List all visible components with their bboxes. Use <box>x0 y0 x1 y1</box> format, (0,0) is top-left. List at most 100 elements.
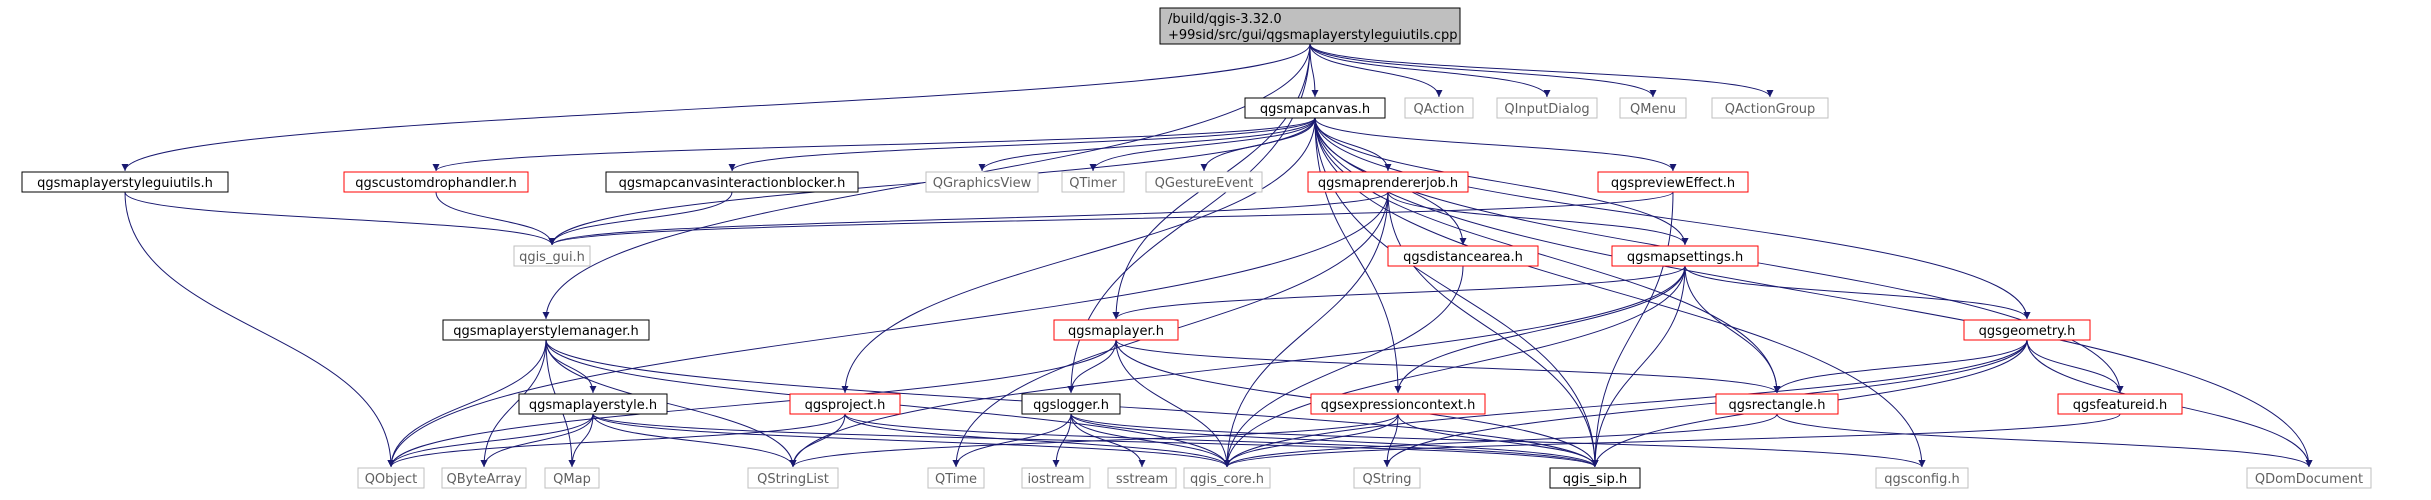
node-qgraphicsview-box <box>925 171 1039 193</box>
node-qgis-sip[interactable]: qgis_sip.h <box>1549 467 1641 489</box>
node-qstringlist-box <box>747 467 839 489</box>
node-qgestureevent-box <box>1145 171 1263 193</box>
edge-node-qgsmaplayerstyle-to-node-qobject <box>387 413 594 468</box>
node-qgsconfig[interactable]: qgsconfig.h <box>1875 467 1969 489</box>
node-qgsmaprendererjob[interactable]: qgsmaprendererjob.h <box>1307 171 1469 193</box>
node-qgis-core[interactable]: qgis_core.h <box>1183 467 1271 489</box>
node-qgis-sip-box <box>1549 467 1641 489</box>
node-qstring[interactable]: QString <box>1353 467 1421 489</box>
node-qgsmaplayerstylemanager[interactable]: qgsmaplayerstylemanager.h <box>442 319 650 341</box>
node-qmenu[interactable]: QMenu <box>1619 97 1687 119</box>
node-iostream[interactable]: iostream <box>1021 467 1091 489</box>
edge-node-qgsmapcanvas-to-node-qgsrectangle <box>1314 117 1781 394</box>
node-qactiongroup-box <box>1711 97 1829 119</box>
node-qgis-gui-box <box>513 245 591 267</box>
node-qinputdialog[interactable]: QInputDialog <box>1496 97 1598 119</box>
node-qstring-label: QString <box>1362 472 1411 487</box>
node-qgsrectangle[interactable]: qgsrectangle.h <box>1715 393 1839 415</box>
node-iostream-label: iostream <box>1027 472 1084 487</box>
node-qgsmaplayerstyle[interactable]: qgsmaplayerstyle.h <box>518 393 668 415</box>
node-qgsfeatureid-box <box>2057 393 2183 415</box>
node-qmap-box <box>544 467 600 489</box>
node-qgsdistancearea-box <box>1387 245 1539 267</box>
node-qgsmapsettings-label: qgsmapsettings.h <box>1627 250 1743 265</box>
node-qgsmapsettings-box <box>1611 245 1759 267</box>
node-sstream-box <box>1107 467 1177 489</box>
node-qbytearray[interactable]: QByteArray <box>441 467 527 489</box>
edge-node-qgsproject-to-node-qstringlist <box>789 413 846 468</box>
node-qgsmapcanvas[interactable]: qgsmapcanvas.h <box>1244 97 1386 119</box>
edge-node-qgsmapsettings-to-node-qgsgeometry <box>1684 265 2031 320</box>
edge-node-qgsfeatureid-to-node-qgis-core <box>1223 413 2121 468</box>
node-qstringlist[interactable]: QStringList <box>747 467 839 489</box>
node-qgsmaplayer[interactable]: qgsmaplayer.h <box>1053 319 1179 341</box>
node-qgestureevent[interactable]: QGestureEvent <box>1145 171 1263 193</box>
node-qtimer[interactable]: QTimer <box>1061 171 1125 193</box>
edge-node-qgsgeometry-to-node-qgis-core <box>1223 339 2028 468</box>
root-source-file-node-box <box>1159 7 1461 45</box>
edge-node-qgsproject-to-node-qgis-core <box>844 413 1231 468</box>
node-qgsmapcanvas-box <box>1244 97 1386 119</box>
dependency-edges <box>121 43 2313 468</box>
node-qgsproject[interactable]: qgsproject.h <box>789 393 901 415</box>
edge-node-qgsmapsettings-to-node-qgis-sip <box>1591 265 1686 468</box>
node-qgsmaplayer-box <box>1053 319 1179 341</box>
node-qgsgeometry[interactable]: qgsgeometry.h <box>1963 319 2091 341</box>
node-qobject[interactable]: QObject <box>357 467 425 489</box>
edge-node-qgslogger-to-node-qgis-sip <box>1070 413 1599 468</box>
node-qgsexpressioncontext-label: qgsexpressioncontext.h <box>1321 398 1476 413</box>
node-qgsprevieweffect-box <box>1597 171 1749 193</box>
edge-root-source-file-node-to-node-qgsmaplayerstyleguiutils <box>121 43 1311 172</box>
node-qgsmapcanvasinteractionblocker-label: qgsmapcanvasinteractionblocker.h <box>619 176 846 191</box>
node-qaction[interactable]: QAction <box>1404 97 1474 119</box>
edge-node-qgsmaplayerstyle-to-node-qstringlist <box>592 413 797 468</box>
edge-node-qgsmaplayerstyle-to-node-qbytearray <box>480 413 594 468</box>
node-qbytearray-box <box>441 467 527 489</box>
edge-node-qgsmapcanvas-to-node-qgis-sip <box>1314 117 1599 468</box>
node-qgsproject-box <box>789 393 901 415</box>
root-path-line-1: /build/qgis-3.32.0 <box>1168 12 1282 27</box>
edge-node-qgsrectangle-to-node-qgis-core <box>1223 413 1778 468</box>
node-qgsmapcanvasinteractionblocker[interactable]: qgsmapcanvasinteractionblocker.h <box>605 171 859 193</box>
node-qgsmaplayerstyleguiutils[interactable]: qgsmaplayerstyleguiutils.h <box>21 171 229 193</box>
node-qgsconfig-box <box>1875 467 1969 489</box>
node-qgsmaplayerstyleguiutils-label: qgsmaplayerstyleguiutils.h <box>37 176 213 191</box>
edge-node-qgsmaplayerstyleguiutils-to-node-qgis-gui <box>124 191 556 246</box>
node-sstream[interactable]: sstream <box>1107 467 1177 489</box>
node-qgsexpressioncontext[interactable]: qgsexpressioncontext.h <box>1310 393 1486 415</box>
node-qgslogger-box <box>1021 393 1121 415</box>
node-sstream-label: sstream <box>1116 472 1168 487</box>
node-qgslogger[interactable]: qgslogger.h <box>1021 393 1121 415</box>
node-qmap[interactable]: QMap <box>544 467 600 489</box>
edge-node-qgsgeometry-to-node-qgsrectangle <box>1773 339 2028 394</box>
edge-node-qgsprevieweffect-to-node-qgis-gui <box>548 191 1674 246</box>
node-qgsmaprendererjob-box <box>1307 171 1469 193</box>
node-qgsprevieweffect[interactable]: qgspreviewEffect.h <box>1597 171 1749 193</box>
node-qgsfeatureid[interactable]: qgsfeatureid.h <box>2057 393 2183 415</box>
node-qtime[interactable]: QTime <box>927 467 985 489</box>
node-qtimer-box <box>1061 171 1125 193</box>
node-qgscustomdrophandler[interactable]: qgscustomdrophandler.h <box>343 171 529 193</box>
node-qgsmapcanvasinteractionblocker-box <box>605 171 859 193</box>
node-qgsdistancearea[interactable]: qgsdistancearea.h <box>1387 245 1539 267</box>
node-qdomdocument[interactable]: QDomDocument <box>2246 467 2372 489</box>
node-qbytearray-label: QByteArray <box>447 472 522 487</box>
node-qgsgeometry-box <box>1963 319 2091 341</box>
node-qgraphicsview[interactable]: QGraphicsView <box>925 171 1039 193</box>
node-qdomdocument-box <box>2246 467 2372 489</box>
node-qgestureevent-label: QGestureEvent <box>1155 176 1254 191</box>
node-qgscustomdrophandler-box <box>343 171 529 193</box>
edge-node-qgsexpressioncontext-to-node-qgis-core <box>1223 413 1399 468</box>
edge-node-qgsmaplayerstylemanager-to-node-qgsmaplayerstyle <box>545 339 597 394</box>
node-qgis-gui[interactable]: qgis_gui.h <box>513 245 591 267</box>
node-qobject-label: QObject <box>365 472 418 487</box>
edge-node-qgsmaplayer-to-node-qgslogger <box>1067 339 1117 394</box>
root-source-file-node[interactable]: /build/qgis-3.32.0+99sid/src/gui/qgsmapl… <box>1159 7 1461 45</box>
node-qmenu-label: QMenu <box>1630 102 1676 117</box>
node-qgsmapsettings[interactable]: qgsmapsettings.h <box>1611 245 1759 267</box>
node-qobject-box <box>357 467 425 489</box>
node-qgsmaplayerstylemanager-label: qgsmaplayerstylemanager.h <box>453 324 639 339</box>
edge-node-qgsmaplayerstylemanager-to-node-qbytearray <box>480 339 547 468</box>
node-qactiongroup[interactable]: QActionGroup <box>1711 97 1829 119</box>
